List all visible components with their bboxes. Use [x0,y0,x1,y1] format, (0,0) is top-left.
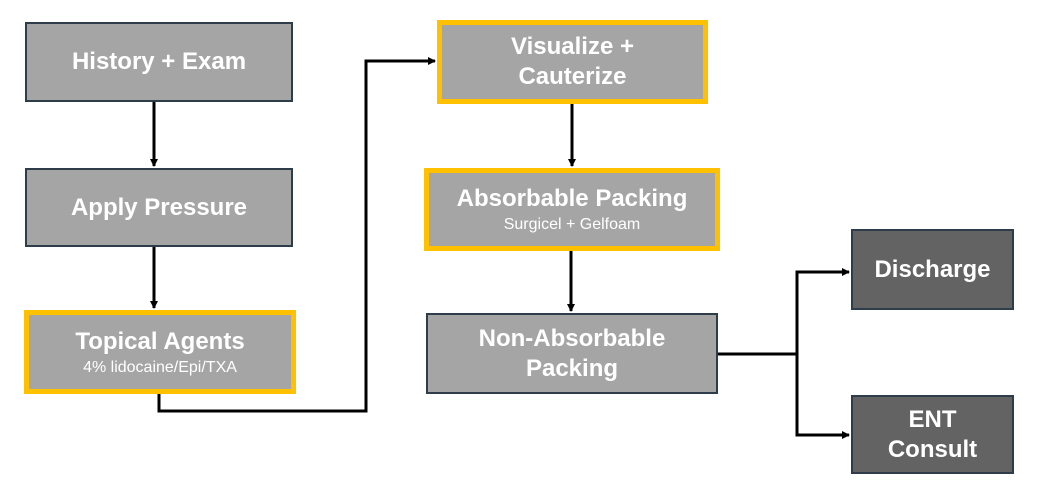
node-ent-consult: ENT Consult [851,395,1014,474]
node-title: Visualize + Cauterize [511,33,634,90]
node-title: Non-Absorbable Packing [478,324,666,382]
node-title: History + Exam [71,48,247,75]
node-title: ENT Consult [887,405,978,463]
node-topical-agents: Topical Agents 4% lidocaine/Epi/TXA [24,310,296,394]
node-discharge: Discharge [851,229,1014,310]
edge-nonabsorbable-to-ent [795,354,850,439]
node-subtitle: 4% lidocaine/Epi/TXA [83,358,237,376]
edge-topical-to-visualize [157,57,436,413]
edge-nonabsorbable-to-discharge [718,268,850,356]
node-non-absorbable-packing: Non-Absorbable Packing [426,313,718,394]
node-title: Apply Pressure [70,193,248,221]
node-apply-pressure: Apply Pressure [25,168,293,247]
node-history-exam: History + Exam [25,22,293,102]
node-title: Discharge [874,255,991,283]
node-title: Topical Agents [75,327,245,355]
node-absorbable-packing: Absorbable Packing Surgicel + Gelfoam [424,168,720,251]
node-visualize-cauterize: Visualize + Cauterize [437,20,708,104]
node-title: Absorbable Packing [456,185,688,212]
node-subtitle: Surgicel + Gelfoam [503,216,641,233]
